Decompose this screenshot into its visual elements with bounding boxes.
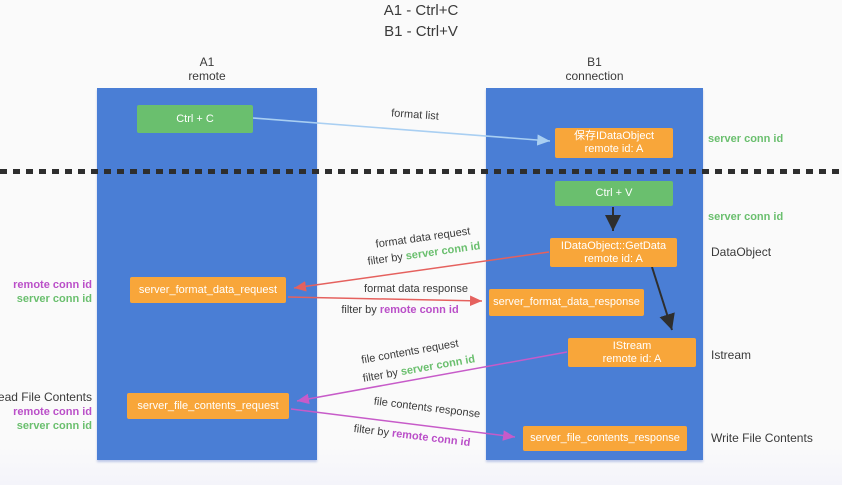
lifeline-a1-name: A1 bbox=[199, 55, 215, 69]
node-server-file-contents-response: server_file_contents_response bbox=[523, 426, 687, 451]
getdata-to-istream-arrow bbox=[651, 266, 675, 331]
format-data-request-arrow bbox=[293, 251, 550, 292]
annotation-server-conn-id-top: server conn id bbox=[708, 133, 784, 145]
node-save-idataobject-line2: remote id: A bbox=[584, 143, 644, 155]
annotation-remote-conn-id-1: remote conn id bbox=[13, 279, 92, 291]
node-server-file-contents-request: server_file_contents_request bbox=[127, 393, 289, 419]
title-line-1: A1 - Ctrl+C bbox=[383, 2, 459, 19]
lifeline-header-b1: B1 connection bbox=[486, 55, 703, 83]
lifeline-b1-role: connection bbox=[565, 69, 624, 83]
node-ctrl-c-label: Ctrl + C bbox=[176, 112, 214, 125]
node-server-format-data-response-label: server_format_data_response bbox=[493, 296, 640, 308]
annotation-server-conn-id-mid: server conn id bbox=[708, 211, 784, 223]
format-data-response-arrow bbox=[287, 295, 483, 307]
node-ctrl-v-label: Ctrl + V bbox=[595, 187, 633, 199]
annotation-istream: Istream bbox=[711, 348, 752, 362]
annotation-server-conn-id-2: server conn id bbox=[16, 420, 92, 432]
node-save-idataobject-line1: 保存IDataObject bbox=[573, 130, 655, 142]
edge-label-format-data-response: format data response bbox=[364, 283, 468, 295]
lifeline-a1-role: remote bbox=[188, 69, 226, 83]
annotation-remote-conn-id-2: remote conn id bbox=[13, 406, 92, 418]
node-save-idataobject: 保存IDataObject remote id: A bbox=[555, 128, 673, 158]
annotation-write-file-contents: Write File Contents bbox=[711, 431, 813, 445]
node-server-file-contents-response-label: server_file_contents_response bbox=[530, 432, 680, 444]
annotation-read-file-contents: Read File Contents bbox=[0, 390, 92, 404]
node-server-format-data-request-label: server_format_data_request bbox=[138, 283, 278, 296]
node-istream: IStream remote id: A bbox=[568, 338, 696, 367]
node-getdata-line2: remote id: A bbox=[584, 252, 643, 265]
diagram-title: A1 - Ctrl+C B1 - Ctrl+V bbox=[0, 0, 842, 42]
annotation-dataobject: DataObject bbox=[711, 245, 772, 259]
edge-label-filter-remote-conn-id-1: filter by remote conn id bbox=[341, 304, 459, 316]
file-contents-response-arrow bbox=[290, 408, 516, 441]
node-idataobject-getdata: IDataObject::GetData remote id: A bbox=[550, 238, 677, 267]
node-istream-line2: remote id: A bbox=[602, 352, 662, 365]
annotation-conn-ids-format: remote conn id server conn id bbox=[13, 278, 92, 306]
node-ctrl-c: Ctrl + C bbox=[137, 105, 253, 133]
annotation-read-file-contents-block: Read File Contents remote conn id server… bbox=[0, 390, 92, 433]
copy-paste-divider-line bbox=[0, 169, 842, 174]
node-getdata-line1: IDataObject::GetData bbox=[560, 239, 667, 252]
node-server-file-contents-request-label: server_file_contents_request bbox=[137, 399, 279, 412]
lifeline-header-a1: A1 remote bbox=[97, 55, 317, 83]
annotation-server-conn-id-1: server conn id bbox=[16, 293, 92, 305]
title-line-2: B1 - Ctrl+V bbox=[384, 23, 458, 40]
node-ctrl-v: Ctrl + V bbox=[555, 181, 673, 206]
node-server-format-data-request: server_format_data_request bbox=[130, 277, 286, 303]
file-contents-request-arrow bbox=[296, 351, 568, 405]
format-list-arrow bbox=[252, 117, 551, 146]
node-istream-line1: IStream bbox=[612, 339, 652, 352]
lifeline-b1-name: B1 bbox=[587, 55, 602, 69]
node-server-format-data-response: server_format_data_response bbox=[489, 289, 644, 316]
